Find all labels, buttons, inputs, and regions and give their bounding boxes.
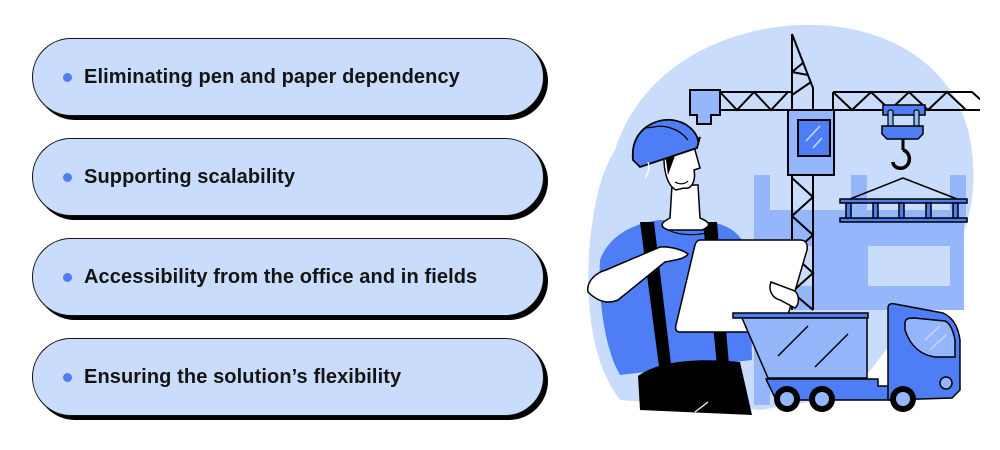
benefit-label: Ensuring the solution’s flexibility	[84, 365, 402, 388]
construction-illustration	[580, 20, 980, 430]
benefit-card-flexibility: Ensuring the solution’s flexibility	[32, 338, 544, 416]
bullet-dot-icon	[63, 272, 72, 282]
benefit-label: Eliminating pen and paper dependency	[84, 65, 460, 88]
benefit-card-accessibility: Accessibility from the office and in fie…	[32, 238, 544, 316]
benefit-card-eliminating-paper: Eliminating pen and paper dependency	[32, 38, 544, 116]
bullet-dot-icon	[63, 172, 72, 182]
benefit-label: Supporting scalability	[84, 165, 296, 188]
load-beam-icon	[839, 198, 968, 223]
benefit-label: Accessibility from the office and in fie…	[84, 265, 478, 288]
dump-truck-icon	[732, 302, 961, 412]
crane-hook-icon	[849, 104, 958, 200]
bullet-dot-icon	[63, 72, 72, 82]
benefit-card-scalability: Supporting scalability	[32, 138, 544, 216]
counterweight-icon	[689, 89, 721, 125]
bullet-dot-icon	[63, 372, 72, 382]
